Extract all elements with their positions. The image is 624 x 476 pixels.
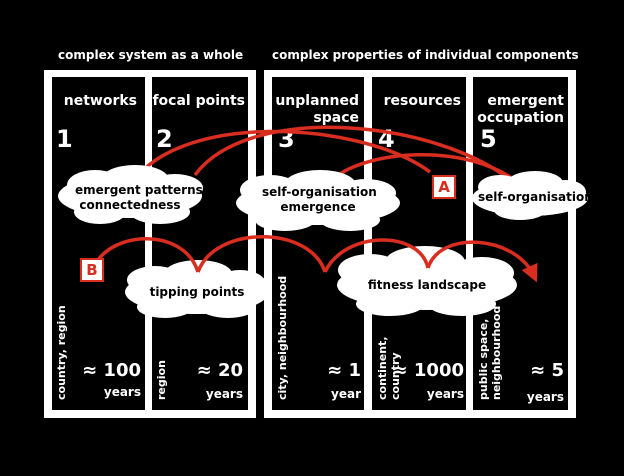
- cloud-fitness: [337, 246, 517, 316]
- marker-a: A: [432, 175, 456, 199]
- cloud-emergent: [58, 165, 203, 224]
- column-1-number: 1: [56, 125, 73, 153]
- column-2-title: focal points: [152, 93, 245, 109]
- column-3-title: unplanned space: [275, 93, 359, 126]
- column-1-title: networks: [63, 93, 137, 109]
- column-5-number: 5: [480, 125, 497, 153]
- cloud-emergent-label: emergent patterns connectedness: [75, 183, 203, 212]
- column-1: [52, 77, 145, 410]
- header-individual-components: complex properties of individual compone…: [272, 48, 579, 62]
- wave-b-to-tipping: [96, 237, 200, 273]
- wave-tipping-to-fitness: [196, 235, 327, 273]
- column-4-approx: ≈ 1000: [392, 360, 464, 381]
- wave-fitness-peak: [323, 238, 430, 273]
- column-5-title: emergent occupation: [477, 93, 564, 126]
- arc-emergent-to-a: [126, 129, 432, 191]
- column-1-unit: years: [103, 385, 141, 399]
- cloud-selforg-emergence: [236, 170, 400, 231]
- column-5-unit: years: [526, 390, 564, 404]
- wave-fitness-to-end: [426, 240, 538, 283]
- arc-selforg-to-emergence: [328, 152, 524, 188]
- header-system-whole: complex system as a whole: [58, 48, 244, 62]
- cloud-selforg-emergence-label: self-organisation emergence: [262, 185, 377, 214]
- column-4-unit: years: [426, 387, 464, 401]
- column-2-approx: ≈ 20: [196, 360, 243, 381]
- cloud-selforg-label: self-organisation: [478, 190, 593, 204]
- column-5-approx: ≈ 5: [530, 360, 564, 381]
- column-3-approx: ≈ 1: [327, 360, 361, 381]
- column-2-number: 2: [156, 125, 173, 153]
- marker-b: B: [80, 258, 104, 282]
- column-3-unit: year: [331, 387, 361, 401]
- column-1-approx: ≈ 100: [82, 360, 141, 381]
- cloud-tipping-label: tipping points: [149, 285, 245, 299]
- column-2-unit: years: [205, 387, 243, 401]
- cloud-selforg: [472, 171, 588, 220]
- cloud-fitness-label: fitness landscape: [367, 278, 487, 292]
- cloud-tipping: [125, 260, 269, 318]
- column-4-title: resources: [383, 93, 461, 109]
